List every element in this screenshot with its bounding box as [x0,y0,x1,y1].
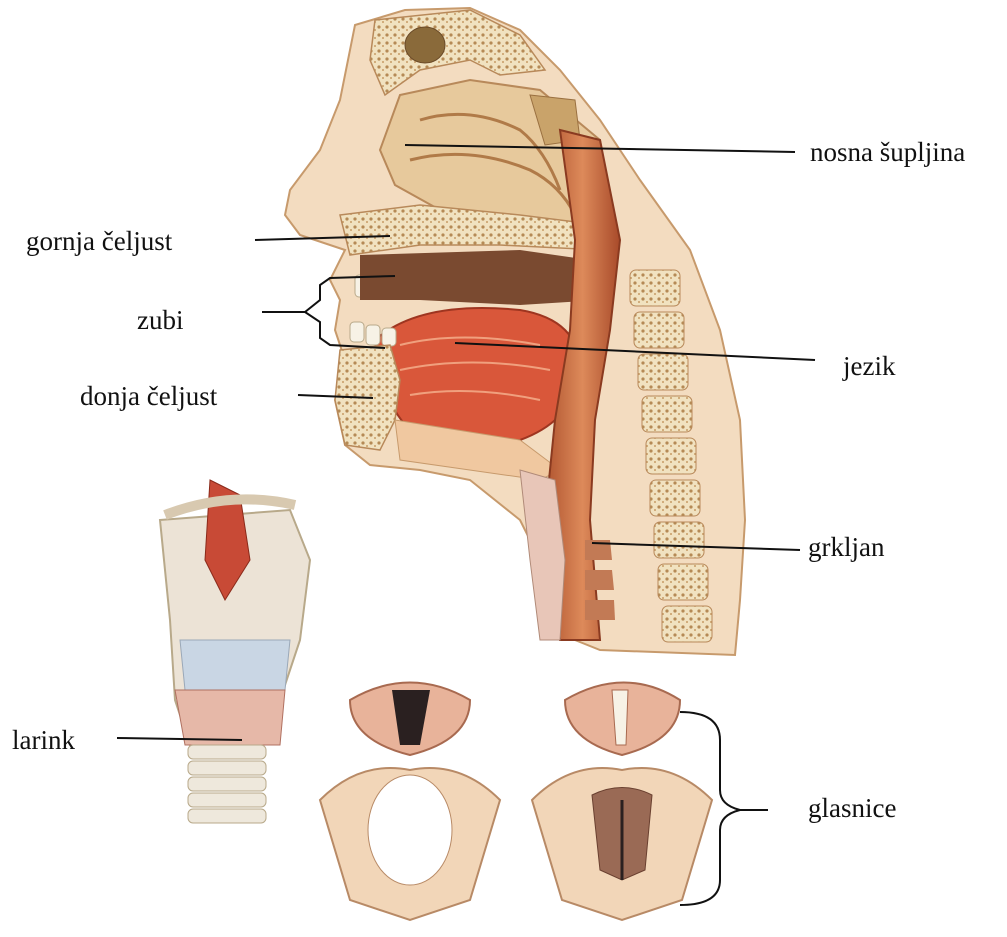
cricoid-cartilage [175,690,285,745]
head-section [285,8,745,655]
vocal-folds-open [320,683,500,921]
label-jezik: jezik [843,353,895,380]
trachea-ring-3 [585,600,615,620]
trachea-rings [188,745,266,823]
label-gornja-celjust: gornja čeljust [26,228,172,255]
label-donja-celjust: donja čeljust [80,383,217,410]
vocal-folds-closed [532,683,712,921]
frontal-sinus [405,27,445,63]
glottis-open-bottom [368,775,452,885]
oral-cavity [360,250,600,305]
label-glasnice: glasnice [808,795,896,822]
label-nosna-supljina: nosna šupljina [810,139,965,166]
label-larink: larink [12,727,75,754]
larynx-membrane [180,640,290,690]
label-zubi: zubi [137,307,184,334]
larynx-illustration [160,480,310,823]
trachea-ring-2 [585,570,614,590]
label-grkljan: grkljan [808,534,884,561]
